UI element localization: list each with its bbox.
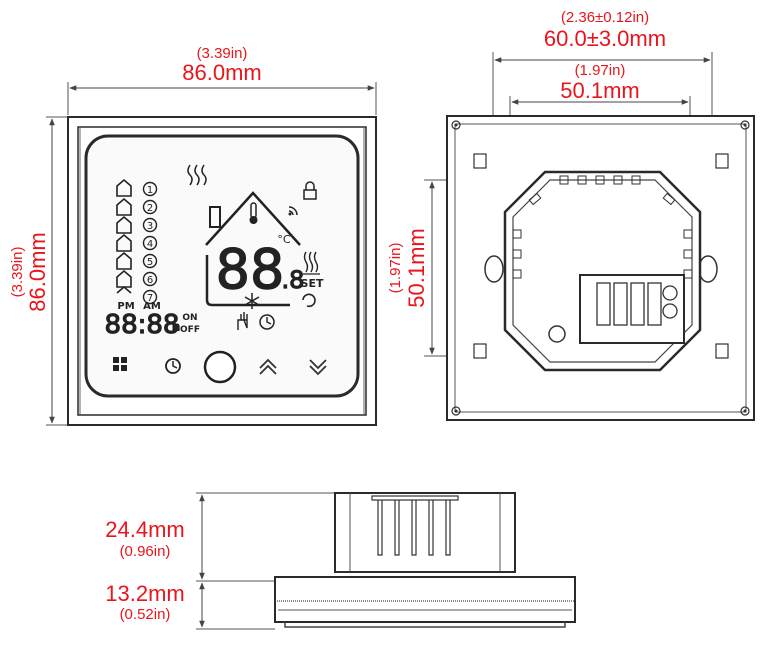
snowflake-icon bbox=[244, 293, 260, 309]
screw-icon bbox=[740, 406, 750, 416]
front-view: (3.39in) 86.0mm (3.39in) 86.0mm 1 bbox=[9, 45, 377, 426]
zone-row: 2 bbox=[116, 197, 158, 216]
front-height-inches: (3.39in) bbox=[9, 247, 26, 298]
box-width-inches: (1.97in) bbox=[575, 62, 626, 79]
off-label: OFF bbox=[180, 325, 200, 335]
zone-row: 1 bbox=[116, 178, 158, 197]
front-depth-inches: (0.52in) bbox=[120, 606, 171, 623]
clock-button[interactable] bbox=[165, 358, 181, 374]
down-button[interactable] bbox=[309, 359, 327, 376]
zone-number: 3 bbox=[147, 221, 153, 232]
box-height-mm: 50.1mm bbox=[404, 228, 429, 307]
zone-number: 6 bbox=[147, 275, 153, 286]
home-icon bbox=[116, 233, 132, 252]
home-icon bbox=[116, 178, 132, 197]
zone-number: 5 bbox=[147, 257, 153, 268]
steam-icon bbox=[187, 164, 207, 186]
side-front-body bbox=[274, 576, 576, 623]
front-width-inches: (3.39in) bbox=[197, 45, 248, 62]
front-glass-panel bbox=[84, 134, 360, 398]
back-depth-mm: 24.4mm bbox=[105, 517, 184, 542]
temperature-value: 88 bbox=[216, 238, 285, 301]
house-outline-icon bbox=[205, 191, 301, 246]
thermometer-icon bbox=[249, 202, 258, 224]
zone-row: 7 bbox=[116, 285, 158, 305]
screw-icon bbox=[451, 120, 461, 130]
zone-row: 4 bbox=[116, 233, 158, 252]
on-label: ON bbox=[182, 313, 197, 323]
back-depth-inches: (0.96in) bbox=[120, 543, 171, 560]
refresh-icon bbox=[302, 293, 316, 308]
front-height-mm: 86.0mm bbox=[25, 232, 50, 311]
home-icon bbox=[116, 215, 132, 234]
side-view: 24.4mm (0.96in) 13.2mm (0.52in) bbox=[105, 492, 576, 630]
zone-number: 2 bbox=[147, 203, 153, 214]
hole-spacing-mm: 60.0±3.0mm bbox=[544, 26, 666, 51]
temperature-decimal: .8 bbox=[282, 266, 305, 294]
mounting-hole bbox=[484, 255, 504, 283]
box-height-inches: (1.97in) bbox=[387, 243, 404, 294]
screw-icon bbox=[451, 406, 461, 416]
pm-label: PM bbox=[117, 301, 134, 312]
hole-spacing-inches: (2.36±0.12in) bbox=[561, 9, 649, 26]
front-depth-mm: 13.2mm bbox=[105, 581, 184, 606]
zone-row: 5 bbox=[116, 251, 158, 270]
clock-value: 88:88 bbox=[105, 310, 180, 340]
set-label: SET bbox=[301, 277, 324, 290]
screw-icon bbox=[740, 120, 750, 130]
back-view: (2.36±0.12in) 60.0±3.0mm (1.97in) 50.1mm… bbox=[387, 9, 755, 421]
home-icon bbox=[116, 251, 132, 270]
front-inner-frame bbox=[77, 126, 367, 416]
home-icon bbox=[116, 269, 132, 288]
box-width-mm: 50.1mm bbox=[560, 78, 639, 103]
temperature-unit: °C bbox=[277, 233, 291, 246]
home-icon bbox=[116, 197, 132, 216]
zone-row: 6 bbox=[116, 269, 158, 288]
zone-row: 3 bbox=[116, 215, 158, 234]
ground-screw bbox=[548, 325, 566, 343]
side-back-body bbox=[334, 492, 516, 573]
zone-number: 1 bbox=[147, 185, 153, 196]
schedule-clock-icon bbox=[259, 314, 275, 330]
up-button[interactable] bbox=[259, 358, 277, 375]
zone-number: 4 bbox=[147, 239, 153, 250]
heating-icon bbox=[303, 251, 319, 273]
menu-button[interactable] bbox=[113, 357, 127, 371]
power-button[interactable] bbox=[203, 350, 237, 384]
lock-icon bbox=[303, 181, 317, 200]
hour-unit: h bbox=[171, 320, 180, 335]
zone-list: 1 2 3 4 bbox=[116, 178, 158, 305]
am-label: AM bbox=[143, 301, 161, 312]
manual-hand-icon bbox=[237, 312, 248, 330]
terminal-block bbox=[579, 274, 685, 344]
front-width-mm: 86.0mm bbox=[182, 60, 261, 85]
lcd-display: 1 2 3 4 bbox=[104, 164, 324, 341]
zone-number: 7 bbox=[147, 293, 153, 304]
wifi-icon bbox=[288, 206, 298, 216]
